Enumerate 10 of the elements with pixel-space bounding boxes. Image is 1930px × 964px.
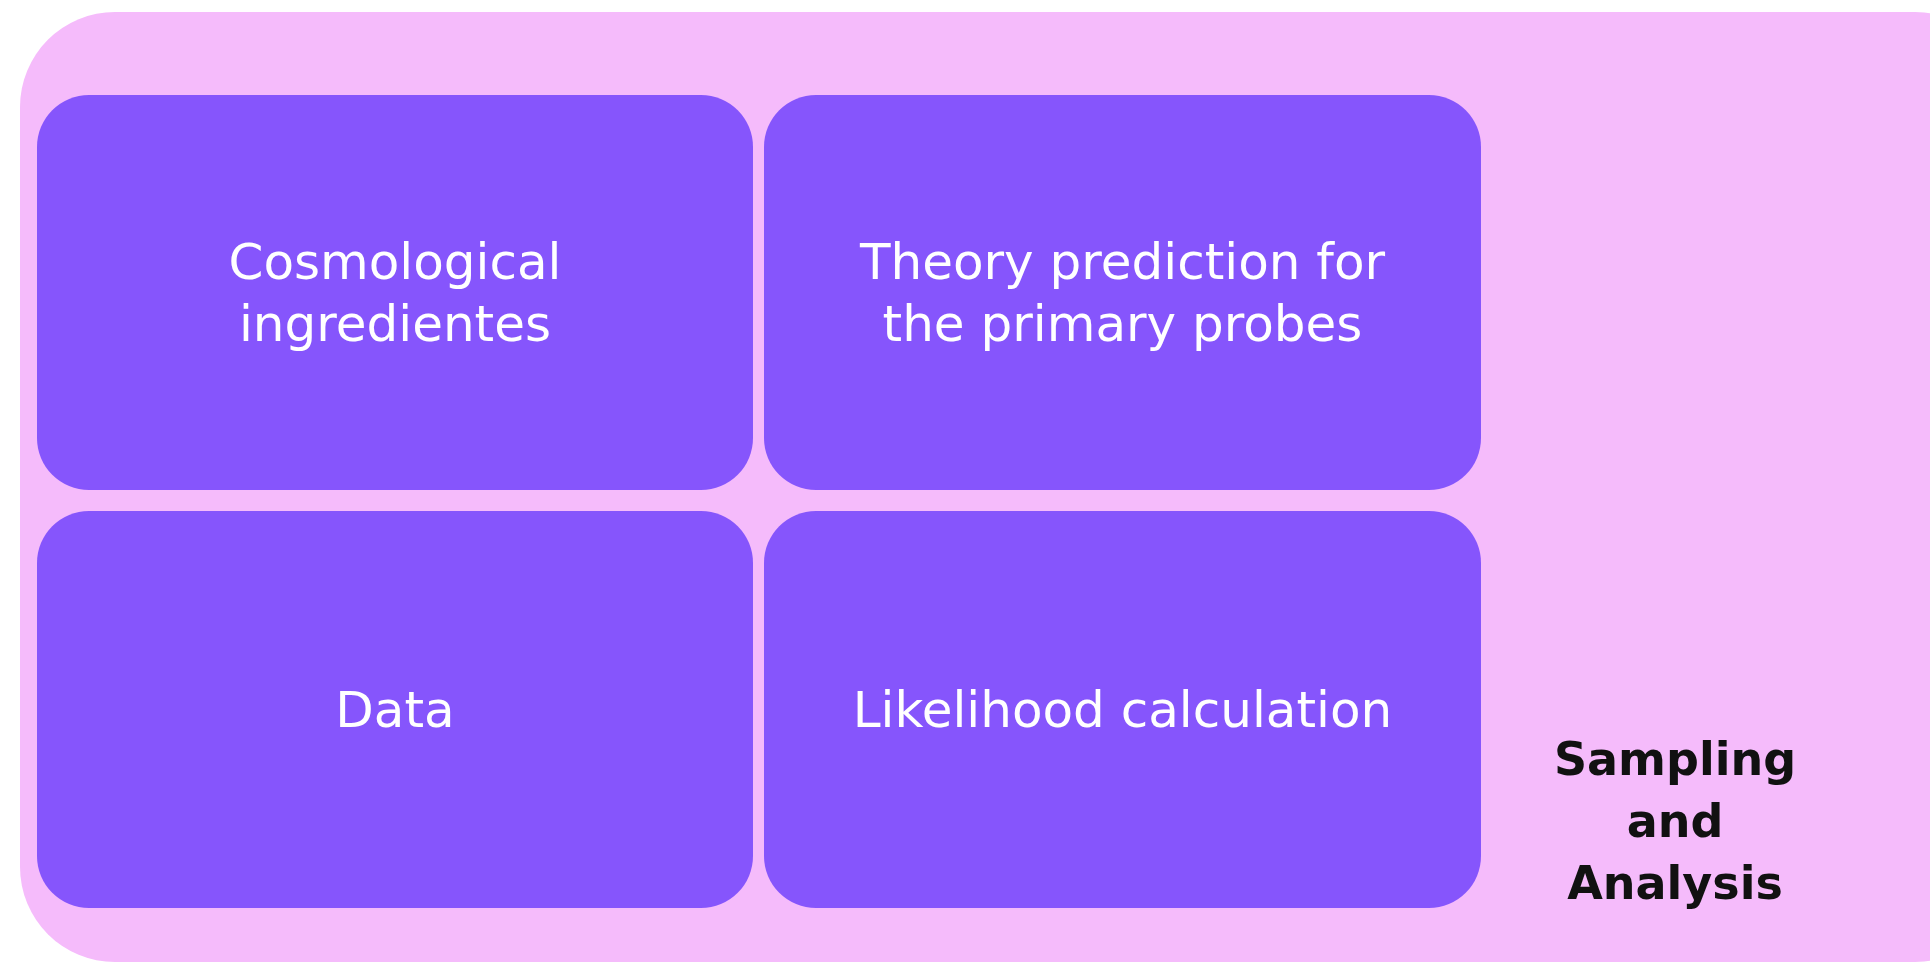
group-title: Sampling and Analysis — [1552, 731, 1798, 912]
process-box — [764, 511, 1481, 908]
process-box — [764, 95, 1481, 490]
group-panel — [20, 12, 1930, 962]
process-box — [37, 95, 753, 490]
process-box — [37, 511, 753, 908]
box-label: Data — [335, 679, 455, 741]
box-label: Theory prediction for the primary probes — [858, 231, 1387, 355]
box-label: Likelihood calculation — [852, 679, 1393, 741]
box-label: Cosmological ingredientes — [227, 231, 563, 355]
